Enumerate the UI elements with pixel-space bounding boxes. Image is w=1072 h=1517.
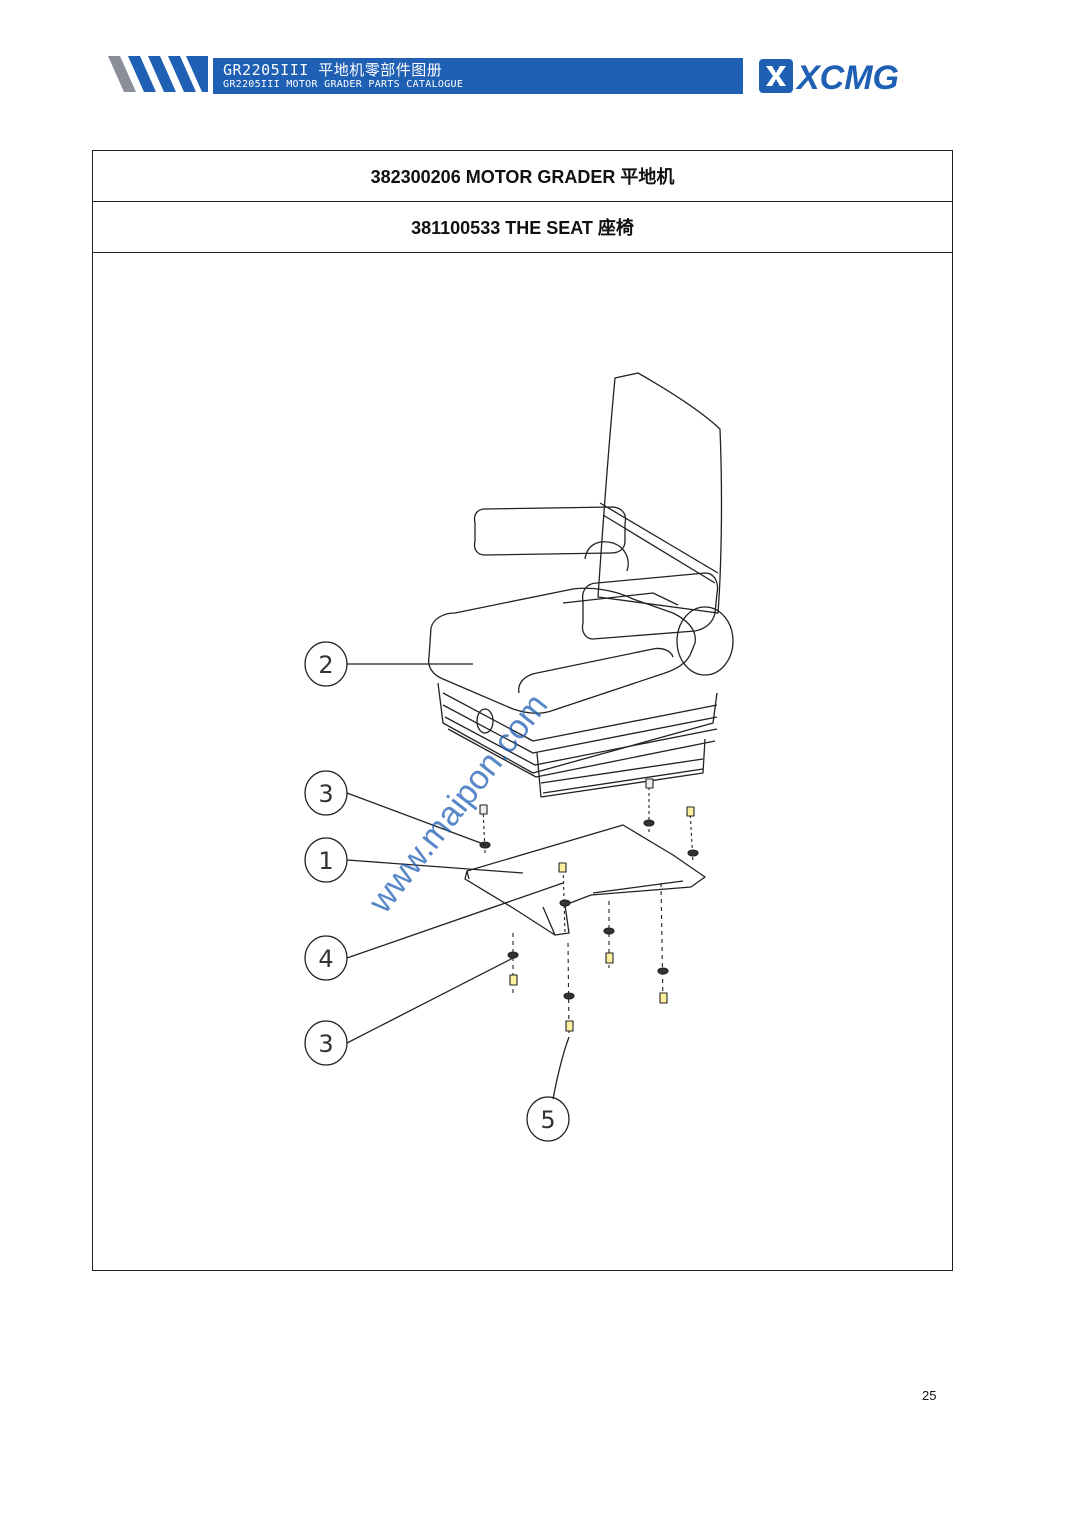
callout-label: 5	[540, 1106, 555, 1134]
assembly-title: 382300206 MOTOR GRADER 平地机	[93, 151, 952, 202]
callout-label: 2	[318, 651, 333, 679]
banner-title-cn: GR2205III 平地机零部件图册	[223, 61, 443, 79]
logo-wordmark: XCMG	[795, 59, 899, 96]
seat-left-armrest	[473, 506, 627, 556]
callout-label: 4	[318, 945, 333, 973]
armrest-knob	[676, 606, 734, 676]
callout-label: 3	[318, 780, 333, 808]
seat-backrest	[597, 372, 723, 614]
page-number: 25	[922, 1388, 937, 1403]
seat-exploded-drawing: 2 3 1 4 3 5 www.maipon.com	[304, 372, 734, 1142]
component-title: 381100533 THE SEAT 座椅	[93, 202, 952, 253]
catalogue-banner: GR2205III 平地机零部件图册 GR2205III MOTOR GRADE…	[213, 58, 743, 94]
seat-cushion	[427, 587, 696, 714]
xcmg-logo: XCMG	[759, 59, 899, 96]
seat-base-plate	[464, 824, 706, 936]
callout-label: 1	[318, 847, 333, 875]
brand-chevron-icon	[108, 56, 208, 92]
watermark: www.maipon.com	[361, 687, 556, 921]
suspension-knob	[476, 708, 494, 734]
banner-title-en: GR2205III MOTOR GRADER PARTS CATALOGUE	[223, 79, 464, 90]
parts-table: 382300206 MOTOR GRADER 平地机 381100533 THE…	[92, 150, 953, 1271]
seat-right-armrest	[581, 572, 719, 640]
callout-label: 3	[318, 1030, 333, 1058]
page-header: GR2205III 平地机零部件图册 GR2205III MOTOR GRADE…	[0, 0, 1072, 110]
